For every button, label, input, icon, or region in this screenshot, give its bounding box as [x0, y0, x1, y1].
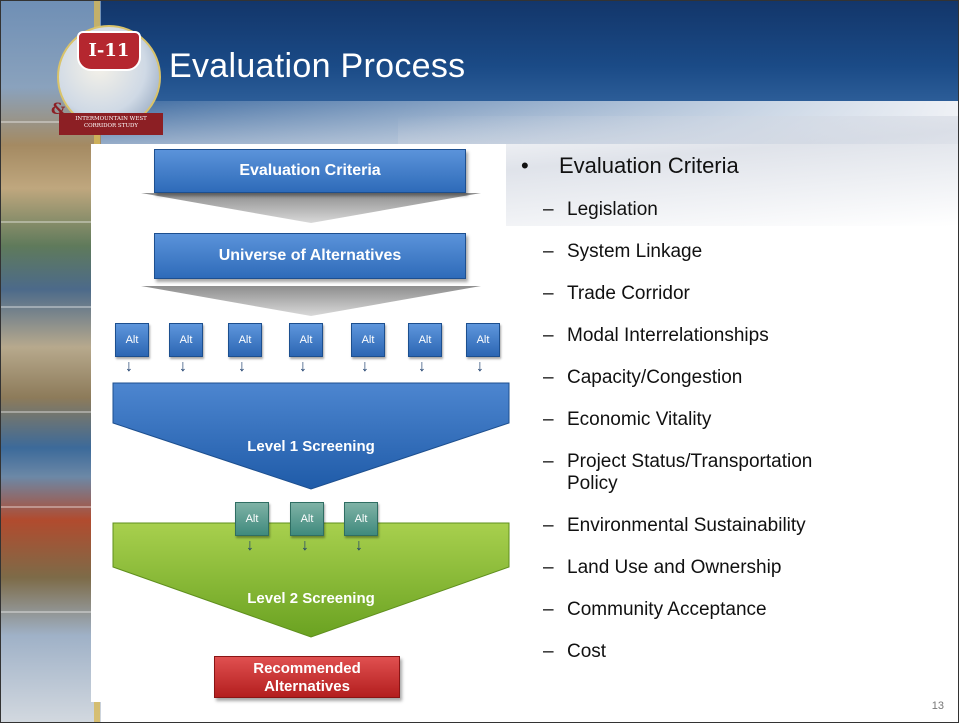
alt-box: Alt — [351, 323, 385, 357]
recommended-line2: Alternatives — [264, 678, 350, 695]
level2-funnel — [112, 522, 510, 638]
alt-box: Alt — [344, 502, 378, 536]
down-arrow-icon: ↓ — [355, 537, 363, 554]
alt-box: Alt — [290, 502, 324, 536]
down-arrow-icon: ↓ — [246, 537, 254, 554]
list-item: –Project Status/Transportation Policy — [543, 451, 813, 494]
criteria-bullet-list: • Evaluation Criteria –Legislation –Syst… — [521, 153, 941, 663]
alt-box: Alt — [466, 323, 500, 357]
list-item: –Legislation — [543, 199, 658, 220]
page-number: 13 — [931, 700, 944, 712]
list-item: –Modal Interrelationships — [543, 325, 769, 346]
list-item-text: Legislation — [567, 199, 658, 220]
list-item: –Capacity/Congestion — [543, 367, 743, 388]
list-item-text: System Linkage — [567, 241, 703, 262]
down-arrow-icon: ↓ — [179, 358, 187, 375]
list-item-text: Project Status/Transportation Policy — [567, 451, 813, 494]
down-arrow-icon: ↓ — [361, 358, 369, 375]
logo-banner: INTERMOUNTAIN WEST CORRIDOR STUDY — [59, 113, 163, 135]
list-item-text: Environmental Sustainability — [567, 515, 806, 536]
list-item: –Environmental Sustainability — [543, 515, 806, 536]
down-arrow-icon: ↓ — [125, 358, 133, 375]
recommended-line1: Recommended — [253, 660, 361, 677]
down-arrow-icon: ↓ — [238, 358, 246, 375]
alt-box: Alt — [228, 323, 262, 357]
list-item-text: Community Acceptance — [567, 599, 767, 620]
alt-box: Alt — [115, 323, 149, 357]
alt-box: Alt — [169, 323, 203, 357]
down-arrow-icon: ↓ — [418, 358, 426, 375]
list-item: –Economic Vitality — [543, 409, 712, 430]
list-item: –Trade Corridor — [543, 283, 690, 304]
slide-title: Evaluation Process — [169, 47, 466, 85]
alt-box: Alt — [235, 502, 269, 536]
alt-box: Alt — [289, 323, 323, 357]
down-arrow-icon: ↓ — [301, 537, 309, 554]
level2-screening-label: Level 2 Screening — [247, 590, 375, 607]
level1-funnel — [112, 382, 510, 490]
list-item: –Community Acceptance — [543, 599, 767, 620]
down-arrow-icon: ↓ — [476, 358, 484, 375]
list-item-text: Trade Corridor — [567, 283, 690, 304]
bullet-dot-icon: • — [521, 153, 529, 178]
gray-arrow-1 — [141, 193, 481, 223]
bullet-heading: • Evaluation Criteria — [521, 153, 941, 189]
evaluation-criteria-box: Evaluation Criteria — [154, 149, 466, 193]
bullet-heading-text: Evaluation Criteria — [559, 153, 739, 178]
logo-banner-line2: CORRIDOR STUDY — [83, 123, 139, 129]
list-item: –Cost — [543, 641, 607, 662]
list-item-text: Land Use and Ownership — [567, 557, 782, 578]
list-item-text: Capacity/Congestion — [567, 367, 743, 388]
list-item-text: Cost — [567, 641, 607, 662]
recommended-alternatives-box: Recommended Alternatives — [214, 656, 400, 698]
logo-banner-line1: INTERMOUNTAIN WEST — [75, 116, 147, 122]
gray-arrow-2 — [141, 286, 481, 316]
universe-of-alternatives-box: Universe of Alternatives — [154, 233, 466, 279]
level1-screening-label: Level 1 Screening — [247, 438, 375, 455]
down-arrow-icon: ↓ — [299, 358, 307, 375]
logo-shield: I-11 — [77, 31, 141, 71]
alt-box: Alt — [408, 323, 442, 357]
criteria-list: –Legislation –System Linkage –Trade Corr… — [521, 199, 941, 663]
list-item-text: Economic Vitality — [567, 409, 712, 430]
list-item: –System Linkage — [543, 241, 703, 262]
list-item: –Land Use and Ownership — [543, 557, 782, 578]
i11-logo: I-11 & INTERMOUNTAIN WEST CORRIDOR STUDY — [51, 21, 171, 139]
list-item-text: Modal Interrelationships — [567, 325, 769, 346]
